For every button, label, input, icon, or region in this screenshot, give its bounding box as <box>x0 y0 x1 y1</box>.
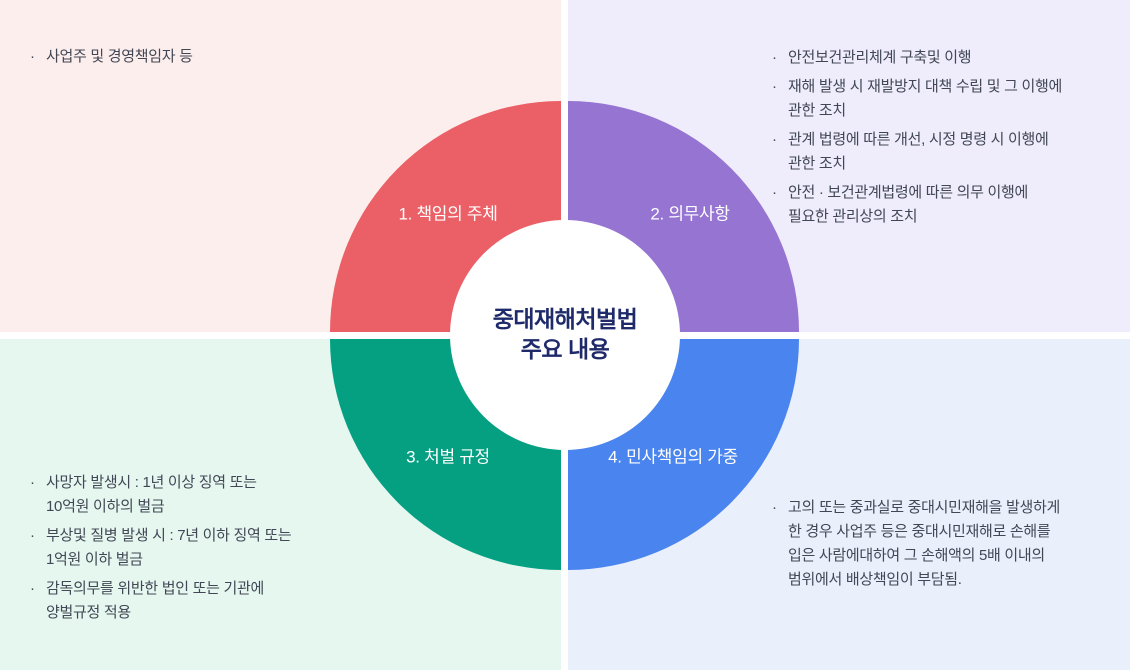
list-item: · 고의 또는 중과실로 중대시민재해을 발생하게 한 경우 사업주 등은 중대시… <box>772 496 1060 592</box>
notes-civil-liability: · 고의 또는 중과실로 중대시민재해을 발생하게 한 경우 사업주 등은 중대시… <box>772 496 1060 597</box>
list-item: · 부상및 질병 발생 시 : 7년 이하 징역 또는 1억원 이하 벌금 <box>30 524 292 572</box>
bullet-icon: · <box>772 49 777 66</box>
bullet-text: 사망자 발생시 : 1년 이상 징역 또는 10억원 이하의 벌금 <box>46 474 257 515</box>
bullet-icon: · <box>772 78 777 95</box>
donut-center: 중대재해처벌법 주요 내용 <box>450 220 680 450</box>
bullet-text: 관계 법령에 따른 개선, 시정 명령 시 이행에 관한 조치 <box>788 131 1049 172</box>
segment-label-duties: 2. 의무사항 <box>650 204 730 224</box>
notes-responsibility: · 사업주 및 경영책임자 등 <box>30 45 193 74</box>
list-item: · 관계 법령에 따른 개선, 시정 명령 시 이행에 관한 조치 <box>772 128 1062 176</box>
center-title: 중대재해처벌법 주요 내용 <box>492 306 638 362</box>
segment-label-civil-liability: 4. 민사책임의 가중 <box>608 447 738 467</box>
list-item: · 안전 · 보건관계법령에 따른 의무 이행에 필요한 관리상의 조치 <box>772 181 1062 229</box>
bullet-icon: · <box>772 131 777 148</box>
bullet-text: 감독의무를 위반한 법인 또는 기관에 양벌규정 적용 <box>46 580 264 621</box>
segment-label-responsibility: 1. 책임의 주체 <box>398 204 498 224</box>
bullet-text: 고의 또는 중과실로 중대시민재해을 발생하게 한 경우 사업주 등은 중대시민… <box>788 499 1060 588</box>
notes-punishment: · 사망자 발생시 : 1년 이상 징역 또는 10억원 이하의 벌금 · 부상및 질… <box>30 471 292 630</box>
bullet-icon: · <box>30 527 35 544</box>
bullet-text: 부상및 질병 발생 시 : 7년 이하 징역 또는 1억원 이하 벌금 <box>46 527 292 568</box>
bullet-icon: · <box>30 48 35 65</box>
list-item: · 재해 발생 시 재발방지 대책 수립 및 그 이행에 관한 조치 <box>772 75 1062 123</box>
bullet-icon: · <box>30 580 35 597</box>
list-item: · 안전보건관리체계 구축및 이행 <box>772 46 1062 70</box>
list-item: · 감독의무를 위반한 법인 또는 기관에 양벌규정 적용 <box>30 577 291 625</box>
notes-duties: · 안전보건관리체계 구축및 이행 · 재해 발생 시 재발방지 대책 수립 및 그 … <box>772 46 1062 234</box>
bullet-icon: · <box>772 184 777 201</box>
bullet-text: 재해 발생 시 재발방지 대책 수립 및 그 이행에 관한 조치 <box>788 78 1062 119</box>
list-item: · 사망자 발생시 : 1년 이상 징역 또는 10억원 이하의 벌금 <box>30 471 291 519</box>
bullet-text: 안전보건관리체계 구축및 이행 <box>788 49 972 66</box>
segment-label-punishment: 3. 처벌 규정 <box>406 447 490 467</box>
bullet-icon: · <box>772 499 777 516</box>
bullet-text: 안전 · 보건관계법령에 따른 의무 이행에 필요한 관리상의 조치 <box>788 184 1029 225</box>
bullet-icon: · <box>30 474 35 491</box>
list-item: · 사업주 및 경영책임자 등 <box>30 45 193 69</box>
bullet-text: 사업주 및 경영책임자 등 <box>46 48 193 65</box>
